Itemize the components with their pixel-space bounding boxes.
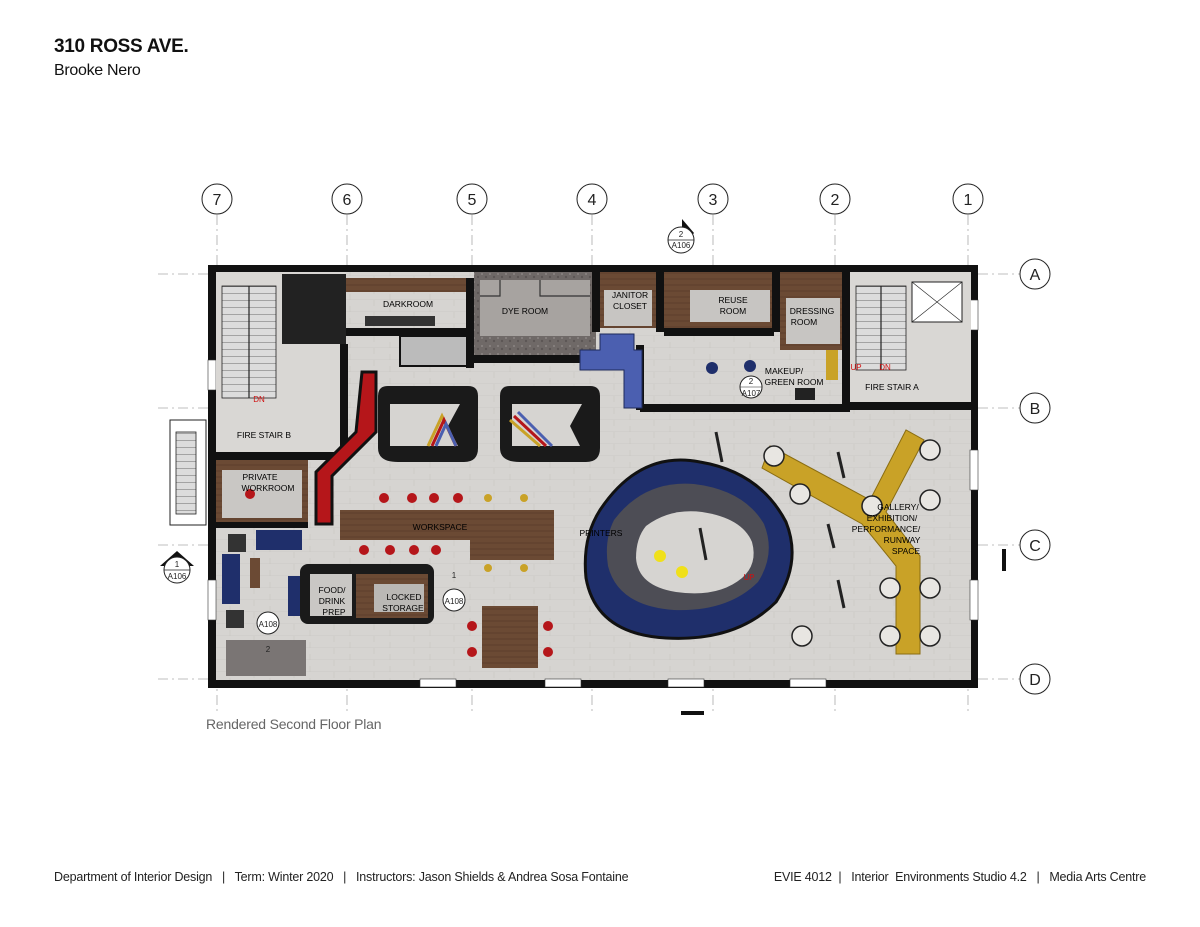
svg-text:1: 1 xyxy=(964,192,973,209)
spiral-stair xyxy=(583,458,794,640)
section-tag-left: 1 A106 xyxy=(160,551,194,584)
label-performance: PERFORMANCE/ xyxy=(852,524,921,534)
food-prep-storage xyxy=(300,564,434,624)
label-food: FOOD/ xyxy=(319,585,347,595)
row-grid-bubbles: A B C D xyxy=(1019,258,1051,695)
grid-bubble-b: B xyxy=(1019,392,1051,424)
label-makeup: MAKEUP/ xyxy=(765,366,804,376)
svg-text:6: 6 xyxy=(343,192,352,209)
grid-bubble-5: 5 xyxy=(456,183,488,215)
label-exhibition: EXHIBITION/ xyxy=(867,513,918,523)
project-title: 310 ROSS AVE. xyxy=(54,36,189,57)
label-reuse: REUSE xyxy=(718,295,748,305)
stair-up-a: UP xyxy=(850,363,861,372)
grid-bubble-2: 2 xyxy=(819,183,851,215)
label-dye-room: DYE ROOM xyxy=(502,306,548,316)
label-space: SPACE xyxy=(892,546,921,556)
label-gallery: GALLERY/ xyxy=(877,502,919,512)
label-janitor: JANITOR xyxy=(612,290,648,300)
svg-text:A107: A107 xyxy=(742,389,761,398)
blue-counter xyxy=(579,333,643,409)
pod-booth-right xyxy=(500,386,600,462)
drawing-caption: Rendered Second Floor Plan xyxy=(206,716,382,732)
svg-text:A: A xyxy=(1030,267,1041,284)
svg-text:C: C xyxy=(1029,538,1041,555)
red-bench xyxy=(314,370,378,526)
svg-text:7: 7 xyxy=(213,192,222,209)
grid-bubble-3: 3 xyxy=(697,183,729,215)
label-dressing-room: ROOM xyxy=(791,317,817,327)
grid-bubble-1: 1 xyxy=(952,183,984,215)
author-name: Brooke Nero xyxy=(54,62,141,79)
stair-dn-b: DN xyxy=(253,395,265,404)
workspace-tables xyxy=(340,493,554,572)
fire-stair-a xyxy=(850,272,971,410)
label-reuse-room: ROOM xyxy=(720,306,746,316)
dye-room xyxy=(474,272,600,363)
windows xyxy=(207,299,979,688)
footer-right: EVIE 4012 | Interior Environments Studio… xyxy=(773,870,1146,884)
label-locked: LOCKED xyxy=(387,592,422,602)
footer-left: Department of Interior Design | Term: Wi… xyxy=(54,870,629,884)
grid-bubble-4: 4 xyxy=(576,183,608,215)
label-workroom: WORKROOM xyxy=(242,483,295,493)
dressing-room xyxy=(780,272,850,410)
svg-text:A108: A108 xyxy=(445,597,464,606)
gallery-runway xyxy=(698,429,941,655)
label-workspace: WORKSPACE xyxy=(413,522,468,532)
room-tag-a108-left: A108 2 xyxy=(256,611,280,654)
room-tag-a107: 2 A107 xyxy=(739,375,763,399)
room-labels: DARKROOM DYE ROOM JANITOR CLOSET REUSE R… xyxy=(237,290,921,617)
stair-up-center: UP xyxy=(743,573,754,582)
svg-text:2: 2 xyxy=(679,230,684,239)
label-closet: CLOSET xyxy=(613,301,647,311)
svg-text:2: 2 xyxy=(831,192,840,209)
section-tag-top: 2 A106 xyxy=(667,219,695,254)
svg-text:1: 1 xyxy=(175,560,180,569)
svg-text:2: 2 xyxy=(266,645,271,654)
svg-text:A106: A106 xyxy=(672,241,691,250)
grid-bubble-c: C xyxy=(1019,529,1051,561)
svg-text:4: 4 xyxy=(588,192,597,209)
svg-text:2: 2 xyxy=(749,377,754,386)
grid-bubble-a: A xyxy=(1019,258,1051,290)
stair-dn-a: DN xyxy=(879,363,891,372)
label-green-room: GREEN ROOM xyxy=(764,377,823,387)
label-runway: RUNWAY xyxy=(884,535,921,545)
stair-markers: DN UP DN UP xyxy=(253,363,891,582)
label-fire-stair-a: FIRE STAIR A xyxy=(865,382,919,392)
private-workroom xyxy=(216,460,308,528)
svg-text:5: 5 xyxy=(468,192,477,209)
svg-text:A106: A106 xyxy=(168,572,187,581)
lounge-seating xyxy=(222,530,302,628)
exterior-stair xyxy=(169,419,207,526)
room-tag-a108-mid: 1 A108 xyxy=(442,571,466,612)
pod-booth-left xyxy=(378,386,478,462)
column-grid-bubbles: 7 6 5 4 3 2 1 xyxy=(201,183,984,215)
label-drink: DRINK xyxy=(319,596,346,606)
grid-bubble-6: 6 xyxy=(331,183,363,215)
janitor-closet xyxy=(600,272,664,332)
svg-text:D: D xyxy=(1029,672,1041,689)
label-private: PRIVATE xyxy=(242,472,277,482)
svg-text:1: 1 xyxy=(452,571,457,580)
fire-stair-b xyxy=(216,272,348,460)
label-darkroom: DARKROOM xyxy=(383,299,433,309)
label-prep: PREP xyxy=(322,607,345,617)
grid-bubble-d: D xyxy=(1019,663,1051,695)
label-fire-stair-b: FIRE STAIR B xyxy=(237,430,291,440)
grid-bubble-7: 7 xyxy=(201,183,233,215)
center-table xyxy=(467,606,553,668)
svg-text:B: B xyxy=(1030,401,1041,418)
svg-text:3: 3 xyxy=(709,192,718,209)
darkroom xyxy=(346,272,474,368)
kitchenette xyxy=(226,640,306,676)
reuse-room xyxy=(664,272,780,336)
label-dressing: DRESSING xyxy=(790,306,834,316)
svg-text:A108: A108 xyxy=(259,620,278,629)
label-printers: PRINTERS xyxy=(580,528,623,538)
label-storage: STORAGE xyxy=(382,603,424,613)
makeup-green-room xyxy=(636,345,850,412)
